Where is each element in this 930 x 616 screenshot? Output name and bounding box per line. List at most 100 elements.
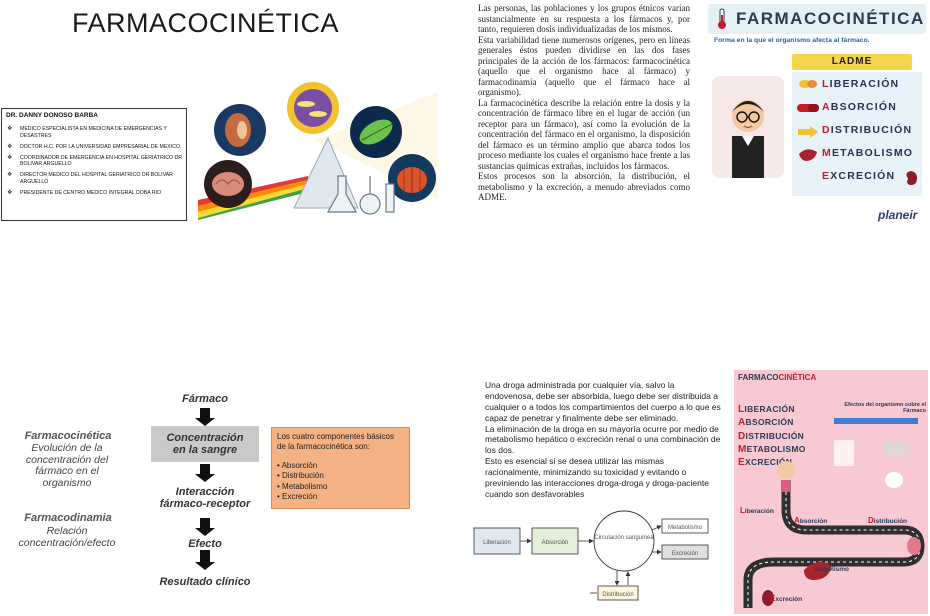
credential-item: ❖ DIRECTOR MEDICO DEL HOSPITAL GERIATRICO…	[6, 172, 182, 186]
roadmap-subtitle: Efectos del organismo sobre el Fármaco	[844, 402, 926, 414]
winding-road	[743, 418, 925, 608]
capsule-icon	[797, 104, 819, 112]
roadmap-item: ABSORCIÓN	[738, 417, 794, 429]
box-absorcion	[531, 527, 579, 555]
paragraph: Una droga administrada por cualquier vía…	[485, 380, 721, 423]
pills-icon	[799, 80, 817, 88]
box-liberacion	[473, 527, 521, 555]
adme-diagram: Liberación Absorción Circulación sanguín…	[473, 510, 709, 601]
label-circulacion: Circulación sanguínea	[594, 535, 654, 541]
diamond-bullet-icon: ❖	[7, 143, 13, 150]
doctor-icon	[732, 100, 764, 178]
person-icon	[777, 461, 795, 479]
kidney-sphere-icon	[214, 104, 266, 156]
infographic-header: FARMACOCINÉTICA	[708, 4, 926, 34]
box-metabolismo	[661, 518, 709, 534]
liver-icon	[804, 561, 832, 580]
arrow-right-icon	[798, 126, 818, 138]
pill-pack-icon	[884, 442, 910, 456]
paragraph: La farmacocinética describe la relación …	[478, 97, 690, 171]
flow-concentracion: Concentración en la sangre	[166, 432, 244, 457]
tag-liberacion: Liberación	[740, 506, 774, 515]
lung-icon	[907, 537, 921, 555]
flow-efecto: Efecto	[188, 538, 222, 550]
paragraph: Estos procesos son la absorción, la dist…	[478, 171, 690, 203]
paragraph: Esta variabilidad tiene numerosos orígen…	[478, 34, 690, 98]
liver-icon	[799, 149, 817, 161]
highlight-box	[151, 426, 259, 462]
step-metabolismo: METABOLISMO	[822, 147, 914, 159]
credential-item: ❖MEDICO ESPECIALISTA EN MEDICINA DE EMER…	[6, 126, 182, 140]
component-item: Metabolismo	[277, 482, 404, 492]
step-distribucion: DISTRIBUCIÓN	[822, 124, 913, 136]
credentials-list: ❖MEDICO ESPECIALISTA EN MEDICINA DE EMER…	[6, 126, 182, 196]
slide3-definitions: Farmacocinética Evolución de la concentr…	[0, 0, 140, 616]
flow-interaccion: Interacción fármaco-receptor	[159, 486, 251, 511]
roadmap-list: LIBERACIÓN ABSORCIÓN DISTRIBUCIÓN METABO…	[738, 403, 806, 469]
kidney-icon	[906, 171, 917, 185]
components-list: Absorción Distribución Metabolismo Excre…	[277, 461, 404, 503]
slide1-title: FARMACOCINÉTICA	[72, 8, 340, 38]
desc-farmacodinamia: Relación concentración/efecto	[18, 525, 116, 549]
ladme-steps: LIBERACIÓN ABSORCIÓN DISTRIBUCIÓN METABO…	[792, 72, 922, 196]
tag-distribucion: Distribución	[868, 516, 908, 525]
author-card: DR. DANNY DONOSO BARBA ❖MEDICO ESPECIALI…	[1, 108, 187, 221]
infographic-title: FARMACOCINÉTICA	[736, 9, 925, 28]
organ-sphere-icon	[388, 154, 436, 202]
credential-item: ❖ PRESIDENTE DE CENTRO MEDICO INTEGRAL DO…	[6, 190, 182, 197]
roadmap-title: FARMACOCINÉTICA	[738, 373, 817, 382]
diamond-bullet-icon: ❖	[7, 189, 13, 196]
credential-text: PRESIDENTE DE CENTRO MEDICO INTEGRAL DOB…	[20, 189, 162, 196]
credential-text: DIRECTOR MEDICO DEL HOSPITAL GERIATRICO …	[20, 172, 173, 185]
step-liberacion: LIBERACIÓN	[822, 78, 900, 90]
credential-text: DOCTOR H.C. POR LA UNIVERSIDAD EMPRESARI…	[20, 143, 182, 150]
credential-item: ❖ DOCTOR H.C. POR LA UNIVERSIDAD EMPRESAR…	[6, 144, 182, 151]
label-distribucion: Distribución	[602, 592, 633, 598]
step-absorcion: ABSORCIÓN	[822, 101, 897, 113]
flow-arrows	[151, 408, 259, 570]
label-absorcion: Absorción	[542, 540, 569, 546]
roadmap-item: METABOLISMO	[738, 443, 806, 455]
component-item: Distribución	[277, 471, 404, 481]
road-banner	[834, 418, 918, 424]
circle-circulacion	[593, 510, 655, 572]
term-farmacodinamia: Farmacodinamia	[24, 512, 112, 524]
desc-farmacocinetica: Evolución de la concentración del fármac…	[25, 442, 109, 489]
pharmacokinetics-roadmap-infographic: FARMACOCINÉTICA Efectos del organismo so…	[734, 370, 928, 614]
infographic-subtitle: Forma en la que el organismo afecta al f…	[714, 37, 870, 44]
flow-farmaco: Fármaco	[182, 393, 228, 405]
paragraph: Esto es esencial si se desea utilizar la…	[485, 456, 709, 499]
arrow-down-icons	[195, 408, 215, 570]
plant-sphere-icon	[350, 106, 402, 158]
term-farmacocinetica: Farmacocinética	[24, 430, 112, 442]
label-metabolismo: Metabolismo	[668, 525, 703, 531]
step-excrecion: EXCRECIÓN	[822, 170, 896, 182]
kidney-icon	[762, 590, 774, 606]
credential-text: COORDINADOR DE EMERGENCIA EN HOSPITAL GE…	[20, 154, 182, 168]
box-excrecion	[661, 544, 709, 560]
components-box: Los cuatro componentes básicos de la far…	[271, 427, 410, 509]
tag-excrecion: Excreción	[770, 594, 803, 603]
component-item: Absorción	[277, 461, 404, 471]
diamond-bullet-icon: ❖	[7, 126, 13, 133]
roadmap-item: DISTRIBUCIÓN	[738, 430, 805, 442]
body-icon	[834, 440, 854, 466]
author-name: DR. DANNY DONOSO BARBA	[6, 112, 98, 119]
heart-organ-icon	[885, 472, 903, 488]
ladme-label: LADME	[792, 54, 912, 70]
brain-sphere-icon	[204, 160, 252, 208]
slide4-body-text: Una droga administrada por cualquier vía…	[485, 380, 721, 500]
diamond-bullet-icon: ❖	[7, 154, 13, 161]
pharmacology-illustration	[198, 82, 438, 220]
paragraph: La eliminación de la droga en su mayoría…	[485, 423, 721, 456]
credential-item: ❖ COORDINADOR DE EMERGENCIA EN HOSPITAL G…	[6, 155, 182, 169]
diamond-bullet-icon: ❖	[7, 172, 13, 179]
component-item: Excreción	[277, 492, 404, 502]
bacteria-sphere-icon	[287, 82, 339, 134]
ladme-infographic: FARMACOCINÉTICA Forma en la que el organ…	[706, 2, 928, 226]
label-liberacion: Liberación	[483, 540, 511, 546]
tag-absorcion: Absorción	[794, 516, 828, 525]
brand-logo: planeir	[878, 208, 918, 222]
paragraph: Las personas, las poblaciones y los grup…	[478, 3, 690, 35]
roadmap-item: EXCRECIÓN	[738, 457, 793, 469]
